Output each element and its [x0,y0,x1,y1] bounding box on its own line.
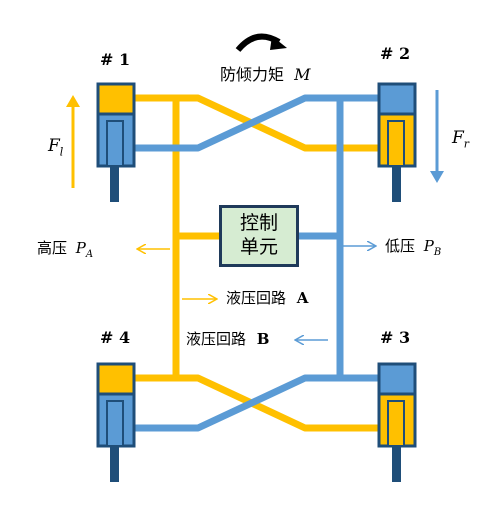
circuit-b-text: 液压回路 [186,330,247,348]
torque-text: 防倾力矩 [220,65,285,84]
torque-arrow-icon [235,33,287,52]
low-pressure-text: 低压 [385,237,416,255]
high-pressure-sub: A [85,249,94,260]
force-right-sub: r [463,137,470,151]
high-pressure-text: 高压 [37,239,68,257]
cylinder-3-label: # 3 [380,328,411,347]
low-pressure-sub: B [433,247,442,258]
force-right-symbol: F [452,128,464,148]
force-left-label: Fl [48,136,64,159]
cylinder-2 [377,82,417,202]
control-unit-line1: 控制 [239,212,278,235]
circuit-b-letter: B [256,330,270,348]
torque-label: 防倾力矩 M [220,67,311,83]
circuit-a-text: 液压回路 [226,289,287,307]
cylinder-1-label: # 1 [100,50,131,69]
cylinder-4 [96,362,136,482]
cylinder-2-label: # 2 [380,44,411,63]
high-pressure-symbol: P [75,239,86,257]
low-pressure-symbol: P [423,237,434,255]
force-right-label: Fr [452,128,470,151]
cylinder-4-label: # 4 [100,328,131,347]
force-left-symbol: F [48,136,60,156]
cylinder-1 [96,82,136,202]
force-left-sub: l [59,145,64,159]
circuit-b-pipes [134,94,386,432]
low-pressure-label: 低压 PB [385,239,441,258]
cylinder-3 [377,362,417,482]
circuit-a-letter: A [296,289,309,307]
control-unit: 控制 单元 [219,205,299,267]
high-pressure-label: 高压 PA [37,241,93,260]
torque-symbol: M [294,65,311,84]
circuit-a-label: 液压回路 A [226,291,308,306]
circuit-b-label: 液压回路 B [186,332,269,347]
control-unit-line2: 单元 [239,236,278,258]
